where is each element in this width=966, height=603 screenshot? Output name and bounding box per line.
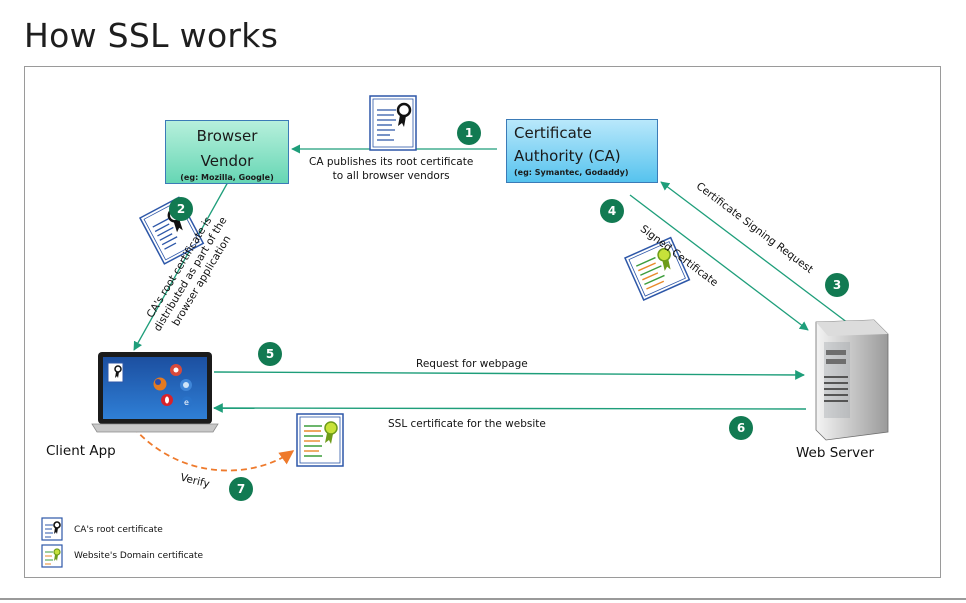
ca-examples: (eg: Symantec, Godaddy): [514, 168, 629, 177]
step6-label: SSL certificate for the website: [388, 418, 546, 430]
step1-label-line2: to all browser vendors: [332, 170, 450, 182]
step4-badge: 4: [600, 199, 624, 223]
browser-vendor-label-line2: Vendor: [200, 152, 254, 170]
arrow-vendor-to-client: [133, 181, 229, 351]
ca-label-line1: Certificate: [514, 124, 592, 142]
certificate-authority-box: Certificate Authority (CA) (eg: Symantec…: [506, 119, 658, 183]
ca-label-line2: Authority (CA): [514, 147, 621, 165]
root-certificate-icon-top: [369, 95, 417, 151]
domain-certificate-icon: [41, 544, 63, 568]
browser-vendor-box: Browser Vendor (eg: Mozilla, Google): [165, 120, 289, 184]
step1-badge: 1: [457, 121, 481, 145]
step5-badge: 5: [258, 342, 282, 366]
step2-badge: 2: [169, 197, 193, 221]
web-server-label: Web Server: [796, 445, 874, 461]
legend-domain-certificate-label: Website's Domain certificate: [74, 551, 204, 561]
page-title: How SSL works: [24, 16, 279, 55]
arrow-ca-to-server-signed: [629, 194, 809, 331]
laptop-icon: e: [91, 352, 219, 433]
domain-certificate-icon-main: [296, 413, 344, 467]
arrow-request-webpage: [213, 370, 805, 380]
step3-badge: 3: [825, 273, 849, 297]
browser-vendor-label-line1: Browser: [196, 127, 258, 145]
step5-label: Request for webpage: [416, 358, 528, 370]
step6-badge: 6: [729, 416, 753, 440]
browser-vendor-examples: (eg: Mozilla, Google): [180, 173, 274, 182]
arrow-ssl-certificate: [213, 403, 807, 413]
arrow-server-to-ca-csr: [660, 181, 849, 324]
client-app-label: Client App: [46, 443, 116, 459]
step1-label-line1: CA publishes its root certificate: [309, 156, 474, 168]
server-icon: [815, 319, 889, 441]
root-certificate-icon: [41, 517, 63, 541]
step1-label: CA publishes its root certificate to all…: [309, 155, 473, 183]
step7-badge: 7: [229, 477, 253, 501]
legend-root-certificate-label: CA's root certificate: [74, 525, 163, 535]
svg-text:e: e: [184, 398, 189, 407]
divider: [0, 598, 966, 600]
signed-certificate-icon: [624, 236, 691, 302]
